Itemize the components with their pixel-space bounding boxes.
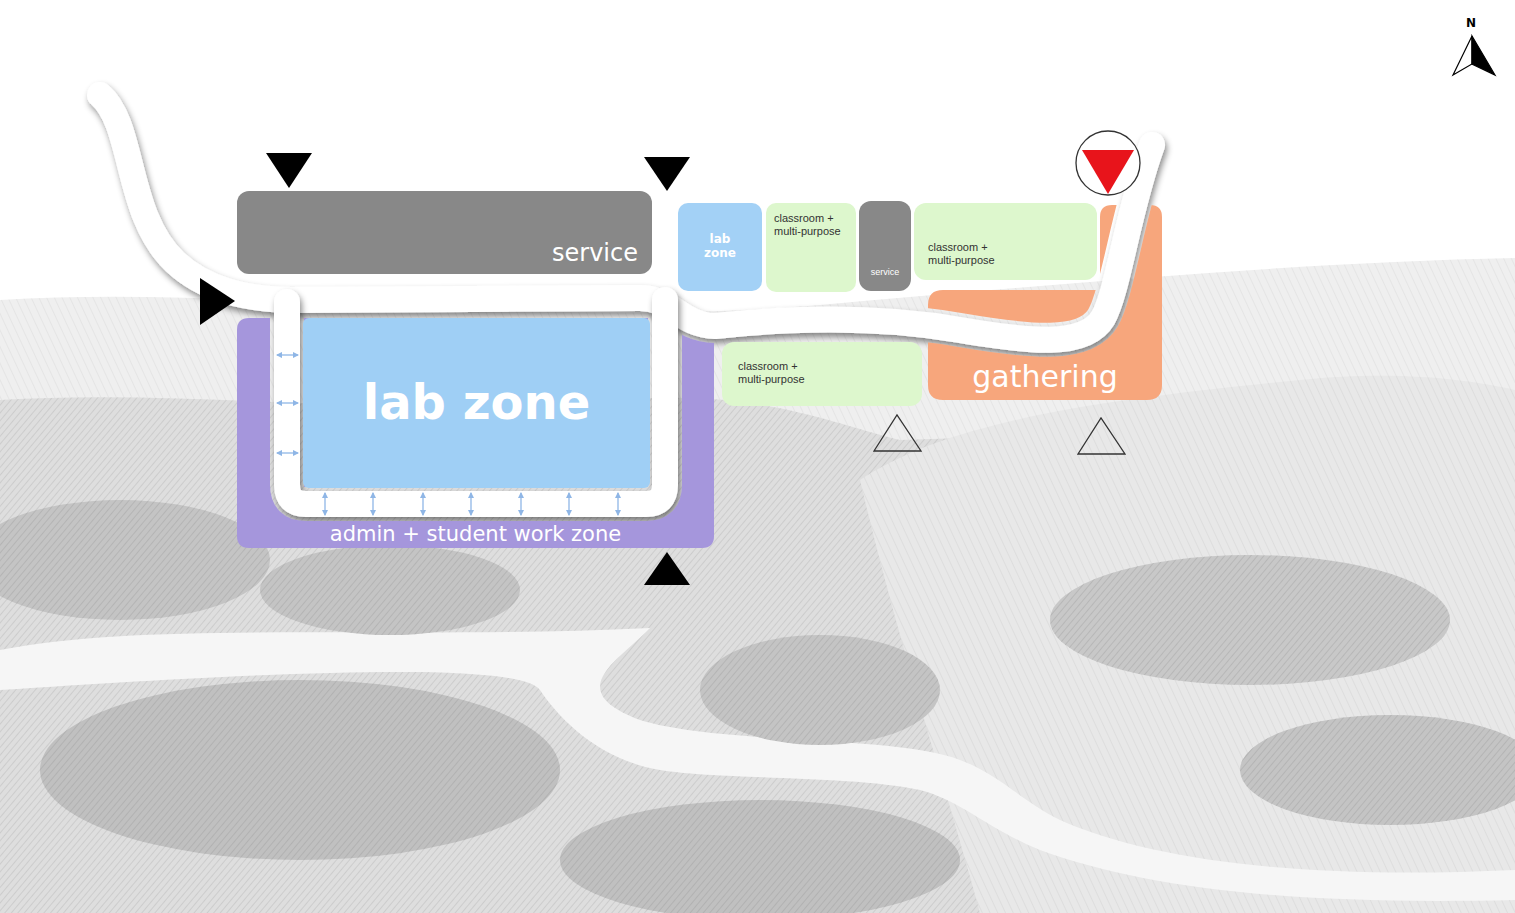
classroom-zone: classroom + multi-purpose: [766, 203, 856, 292]
zone-label: lab zone: [363, 375, 591, 430]
zone-label: classroom + multi-purpose: [738, 360, 818, 385]
view-triangle: [1078, 418, 1125, 454]
gathering-zone-fill: [928, 205, 1162, 400]
zone-label: admin + student work zone: [330, 523, 621, 546]
north-label: N: [1466, 17, 1476, 31]
admin-zone: admin + student work zone lab zone: [237, 318, 714, 548]
zone-label: classroom + multi-purpose: [928, 241, 1008, 266]
zone-label: classroom + multi-purpose: [774, 212, 852, 237]
zone-label: service: [552, 240, 638, 268]
view-triangle: [874, 415, 921, 451]
service-zone: service: [859, 201, 911, 291]
north-label: N: [1466, 17, 1476, 31]
zone-label: gathering: [972, 360, 1117, 395]
lab-zone: lab zone: [678, 203, 762, 291]
zone-label: service: [871, 267, 900, 277]
north-arrow: [1472, 36, 1495, 75]
north-arrow: [1453, 36, 1472, 75]
main-entry-triangle: [1082, 150, 1134, 194]
classroom-zone: classroom + multi-purpose: [722, 342, 922, 406]
zone-label: lab zone: [697, 233, 743, 261]
hill-slope-hatch: [860, 376, 1515, 913]
lab-zone: lab zone: [303, 318, 650, 488]
admin-zone-fill: [237, 318, 714, 548]
tree-clusters: [0, 500, 1515, 913]
gathering-zone: gathering: [928, 205, 1162, 400]
entry-triangle: [644, 157, 690, 191]
service-zone: service: [237, 191, 652, 274]
entry-triangle: [200, 278, 235, 325]
entry-triangle: [644, 552, 690, 585]
landscape: [0, 258, 1515, 913]
classroom-zone: classroom + multi-purpose: [914, 203, 1097, 280]
hill-slope: [860, 376, 1515, 913]
main-entry-circle: [1076, 131, 1140, 195]
circulation-loop: [287, 300, 665, 504]
entry-triangle: [266, 153, 312, 188]
